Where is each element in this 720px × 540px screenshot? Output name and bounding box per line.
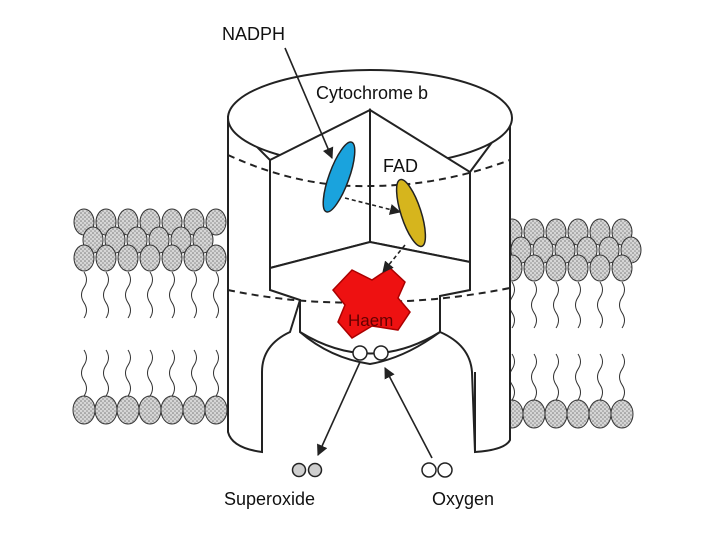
fad-label: FAD xyxy=(383,156,418,176)
lipid-head xyxy=(117,244,139,272)
lipid-tail xyxy=(531,353,537,401)
lipid-head xyxy=(139,244,161,272)
lipid-head xyxy=(610,399,634,429)
lipid-tail xyxy=(191,271,197,319)
lipid-head xyxy=(204,395,228,425)
lipid-head xyxy=(523,254,545,282)
lipid-tail xyxy=(147,349,153,397)
lipid-tail xyxy=(213,349,219,397)
lipid-head xyxy=(566,399,590,429)
lipid-tail xyxy=(169,271,175,319)
lipid-tail xyxy=(619,281,625,329)
superoxide-label: Superoxide xyxy=(224,489,315,509)
nadph-label: NADPH xyxy=(222,24,285,44)
lipid-head xyxy=(611,254,633,282)
lipid-head xyxy=(182,395,206,425)
lipid-tail xyxy=(597,353,603,401)
lipid-head xyxy=(522,399,546,429)
lipid-tail xyxy=(191,349,197,397)
lipid-tail xyxy=(103,271,109,319)
lipid-tail xyxy=(147,271,153,319)
arrow-to-superoxide xyxy=(317,361,361,457)
inner-cylinder-curve xyxy=(299,331,441,355)
superoxide-molecule xyxy=(291,462,323,478)
oxygen-molecule-bound xyxy=(352,345,389,361)
lipid-head xyxy=(161,244,183,272)
cytochrome-b-label: Cytochrome b xyxy=(316,83,428,103)
arrow-nadph-to-fad xyxy=(344,197,402,215)
lipid-head xyxy=(160,395,184,425)
lipid-tail xyxy=(125,271,131,319)
lipid-tail xyxy=(169,349,175,397)
lipid-tail xyxy=(81,349,87,397)
oxygen-molecule-free xyxy=(421,462,453,478)
lipid-bilayer-left xyxy=(72,208,228,425)
lipid-tail xyxy=(619,353,625,401)
arrow-nadph-to-site xyxy=(284,47,334,160)
fad-binding-site xyxy=(395,178,427,248)
lipid-tail xyxy=(81,271,87,319)
lipid-tail xyxy=(553,281,559,329)
lipid-tail xyxy=(553,353,559,401)
haem-label: Haem xyxy=(348,311,393,330)
lipid-head xyxy=(205,244,227,272)
lipid-head xyxy=(588,399,612,429)
lipid-head xyxy=(589,254,611,282)
arrow-from-oxygen xyxy=(384,367,433,459)
nadph-binding-site xyxy=(322,141,356,213)
protein-wall-left xyxy=(227,115,302,454)
lipid-tail xyxy=(575,281,581,329)
lipid-head xyxy=(183,244,205,272)
oxygen-label: Oxygen xyxy=(432,489,494,509)
lipid-head xyxy=(205,208,227,236)
lipid-tail xyxy=(103,349,109,397)
lipid-head xyxy=(545,254,567,282)
cytochrome-b-protein xyxy=(227,69,513,454)
lipid-head xyxy=(94,395,118,425)
lipid-head xyxy=(567,254,589,282)
lipid-head xyxy=(116,395,140,425)
lipid-head xyxy=(544,399,568,429)
lipid-tail xyxy=(531,281,537,329)
lipid-head xyxy=(72,395,96,425)
dashed-boundary-lower xyxy=(227,287,511,304)
lipid-bilayer-right xyxy=(500,218,642,429)
lipid-tail xyxy=(597,281,603,329)
lipid-tail xyxy=(125,349,131,397)
lipid-tail xyxy=(213,271,219,319)
lipid-head xyxy=(73,244,95,272)
lipid-head xyxy=(138,395,162,425)
dashed-boundary-upper xyxy=(227,154,511,188)
lipid-head xyxy=(95,244,117,272)
arrow-fad-to-haem xyxy=(382,244,406,273)
lipid-tail xyxy=(575,353,581,401)
